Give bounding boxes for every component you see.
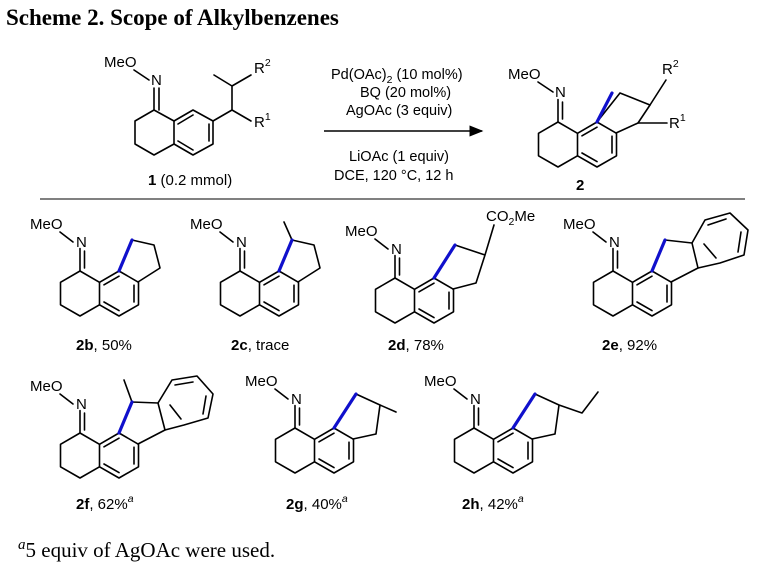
product-2d-caption: 2d, 78% bbox=[388, 337, 444, 354]
meo-label: MeO bbox=[508, 66, 541, 83]
product-2b-structure: MeO N bbox=[30, 216, 161, 317]
n-label: N bbox=[555, 84, 566, 101]
product-2e-caption: 2e, 92% bbox=[602, 337, 657, 354]
reaction-conditions: Pd(OAc)2 (10 mol%) BQ (20 mol%) AgOAc (3… bbox=[324, 67, 484, 184]
r-label: R1 bbox=[254, 111, 271, 131]
product-2h-caption: 2h, 42%a bbox=[462, 493, 524, 513]
n-label: N bbox=[291, 391, 302, 408]
n-label: N bbox=[76, 234, 87, 251]
meo-label: MeO bbox=[563, 216, 596, 233]
meo-label: MeO bbox=[190, 216, 223, 233]
condition-oxidant: BQ (20 mol%) bbox=[360, 85, 451, 101]
n-label: N bbox=[151, 72, 162, 89]
product-2f-caption: 2f, 62%a bbox=[76, 493, 134, 513]
n-label: N bbox=[236, 234, 247, 251]
ester-label: CO2Me bbox=[486, 208, 535, 228]
meo-label: MeO bbox=[424, 373, 457, 390]
product-2c-caption: 2c, trace bbox=[231, 337, 289, 354]
product-caption: 2 bbox=[576, 177, 584, 194]
product-2b-caption: 2b, 50% bbox=[76, 337, 132, 354]
product-2h-structure: MeO N bbox=[424, 373, 599, 474]
n-label: N bbox=[76, 396, 87, 413]
meo-label: MeO bbox=[104, 54, 137, 71]
meo-label: MeO bbox=[245, 373, 278, 390]
r-label: R2 bbox=[254, 57, 271, 77]
scheme-title: Scheme 2. Scope of Alkylbenzenes bbox=[6, 5, 339, 30]
product-2g-structure: MeO N bbox=[245, 373, 397, 474]
product-2c-structure: MeO N bbox=[190, 216, 321, 317]
condition-additive: LiOAc (1 equiv) bbox=[349, 149, 449, 165]
condition-silver-salt: AgOAc (3 equiv) bbox=[346, 103, 452, 119]
starting-material-caption: 1 (0.2 mmol) bbox=[148, 172, 232, 189]
product-2f-structure: MeO N bbox=[30, 375, 214, 479]
r-label: R2 bbox=[662, 58, 679, 78]
condition-catalyst: Pd(OAc)2 (10 mol%) bbox=[331, 67, 463, 86]
r-label: R1 bbox=[669, 112, 686, 132]
meo-label: MeO bbox=[345, 223, 378, 240]
meo-label: MeO bbox=[30, 216, 63, 233]
footnote: a5 equiv of AgOAc were used. bbox=[18, 537, 275, 562]
product-2d-structure: MeO N CO2Me bbox=[345, 208, 535, 324]
product-2e-structure: MeO N bbox=[563, 212, 749, 317]
n-label: N bbox=[470, 391, 481, 408]
n-label: N bbox=[391, 241, 402, 258]
n-label: N bbox=[609, 234, 620, 251]
starting-material-structure: MeO N R2 R1 bbox=[104, 54, 271, 156]
product-structure: MeO N R2 R1 bbox=[508, 58, 686, 168]
condition-solvent-temp: DCE, 120 °C, 12 h bbox=[334, 168, 453, 184]
product-2g-caption: 2g, 40%a bbox=[286, 493, 348, 513]
meo-label: MeO bbox=[30, 378, 63, 395]
